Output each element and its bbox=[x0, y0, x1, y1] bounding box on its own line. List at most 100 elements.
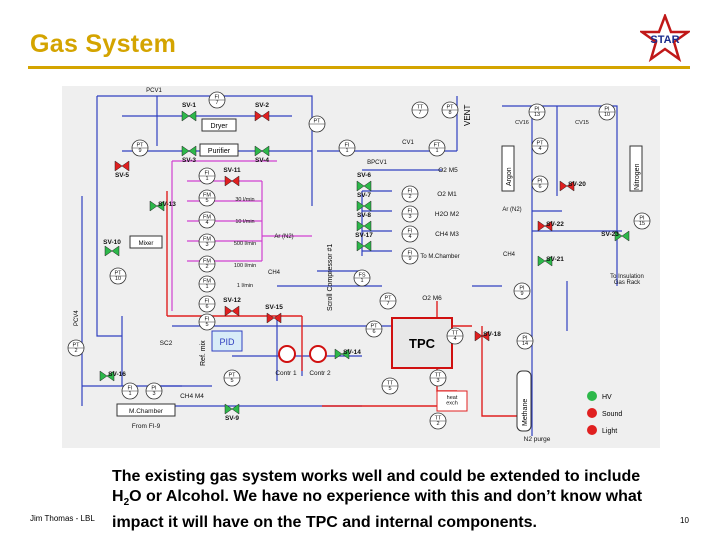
page-number: 10 bbox=[680, 516, 689, 525]
sv20-label: SV-20 bbox=[568, 181, 586, 188]
o2m1-label: O2 M1 bbox=[437, 191, 457, 198]
argon-label: Argon bbox=[506, 167, 513, 186]
sv2-label: SV-2 bbox=[255, 102, 269, 109]
sv12-label: SV-12 bbox=[223, 297, 241, 304]
sv13-valve bbox=[149, 200, 165, 212]
legend-hv-marker bbox=[587, 391, 597, 401]
sv9-valve bbox=[224, 403, 240, 415]
contr1-label: Contr 1 bbox=[275, 370, 297, 377]
sv1-label: SV-1 bbox=[182, 102, 196, 109]
mixer-label: Mixer bbox=[139, 241, 154, 247]
tomch-label: To M.Chamber bbox=[420, 254, 459, 260]
flow500-label: 500 l/min bbox=[234, 241, 256, 247]
tpc-label: TPC bbox=[409, 336, 436, 351]
sv3-valve bbox=[181, 145, 197, 157]
legend-light-marker bbox=[587, 425, 597, 435]
pcv1-label: PCV1 bbox=[146, 88, 162, 94]
contr1-device bbox=[278, 345, 296, 363]
flow100-label: 100 l/min bbox=[234, 263, 256, 269]
legend-hv-label: HV bbox=[602, 394, 612, 401]
legend: HV Sound Light bbox=[587, 391, 622, 435]
vent-label: VENT bbox=[463, 105, 472, 126]
sv6-valve bbox=[356, 180, 372, 192]
scroll-compressor-label: Scroll Compressor #1 bbox=[327, 244, 334, 311]
nitrogen-tank bbox=[629, 145, 643, 192]
sv22-label: SV-22 bbox=[546, 221, 564, 228]
sv18-label: SV-18 bbox=[483, 331, 501, 338]
sv7-label: SV-7 bbox=[357, 192, 371, 199]
contr2-device bbox=[309, 345, 327, 363]
o2m6-label: O2 M6 bbox=[422, 295, 442, 302]
cv15-label: CV15 bbox=[575, 120, 589, 126]
sv6-label: SV-6 bbox=[357, 172, 371, 179]
heat-exchanger bbox=[436, 390, 468, 412]
flow1-label: 1 l/min bbox=[237, 283, 253, 289]
mchamber-label: M.Chamber bbox=[129, 408, 164, 415]
tpc-vessel bbox=[391, 317, 453, 369]
legend-sound-marker bbox=[587, 408, 597, 418]
sv15-label: SV-15 bbox=[265, 304, 283, 311]
dryer-label: Dryer bbox=[210, 123, 228, 130]
sv7-valve bbox=[356, 200, 372, 212]
argon-tank bbox=[501, 145, 515, 192]
gas-system-schematic: TPC PID Dryer Purifier Mixer Argon Nitro… bbox=[67, 88, 651, 443]
flow10-label: 10 l/min bbox=[235, 219, 254, 225]
purifier-box bbox=[199, 143, 239, 157]
sv4-label: SV-4 bbox=[255, 157, 269, 164]
sv8-label: SV-8 bbox=[357, 212, 371, 219]
star-logo-shape bbox=[640, 14, 690, 62]
cv1-label: CV1 bbox=[402, 140, 414, 146]
sv12-valve bbox=[224, 305, 240, 317]
pid-box bbox=[211, 330, 243, 352]
ar_n2-label: Ar (N2) bbox=[274, 234, 293, 240]
legend-sound-label: Sound bbox=[602, 411, 622, 418]
pcv4-label: PCV4 bbox=[74, 310, 80, 326]
sv22-valve bbox=[537, 220, 553, 232]
slide-body: The existing gas system works well and c… bbox=[112, 467, 672, 533]
sv4-valve bbox=[254, 145, 270, 157]
sv5-label: SV-5 bbox=[115, 172, 129, 179]
ch4_r-label: CH4 bbox=[503, 252, 516, 258]
sv14-label: SV-14 bbox=[343, 349, 361, 356]
flow30-label: 30 l/min bbox=[235, 197, 254, 203]
sv18-valve bbox=[474, 330, 490, 342]
sc2-label: SC2 bbox=[160, 340, 173, 347]
mixer-box bbox=[129, 235, 163, 249]
o2m5-label: O2 M5 bbox=[438, 167, 458, 174]
author-footer: Jim Thomas - LBL bbox=[30, 514, 95, 523]
body-line-2-h: H bbox=[112, 488, 124, 505]
sv20-valve bbox=[559, 180, 575, 192]
sv10-valve bbox=[104, 245, 120, 257]
purifier-label: Purifier bbox=[208, 148, 231, 155]
body-line-2: H2O or Alcohol. We have no experience wi… bbox=[112, 487, 672, 513]
body-line-3: impact it will have on the TPC and inter… bbox=[112, 514, 537, 532]
from_fi9-label: From FI-9 bbox=[132, 423, 161, 430]
pink-pipes bbox=[171, 160, 312, 311]
contr2-label: Contr 2 bbox=[309, 370, 331, 377]
ch4m3-label: CH4 M3 bbox=[435, 231, 459, 238]
sv1-valve bbox=[181, 110, 197, 122]
sv23-valve bbox=[614, 230, 630, 242]
sv16-label: SV-16 bbox=[108, 371, 126, 378]
sv15-valve bbox=[266, 312, 282, 324]
